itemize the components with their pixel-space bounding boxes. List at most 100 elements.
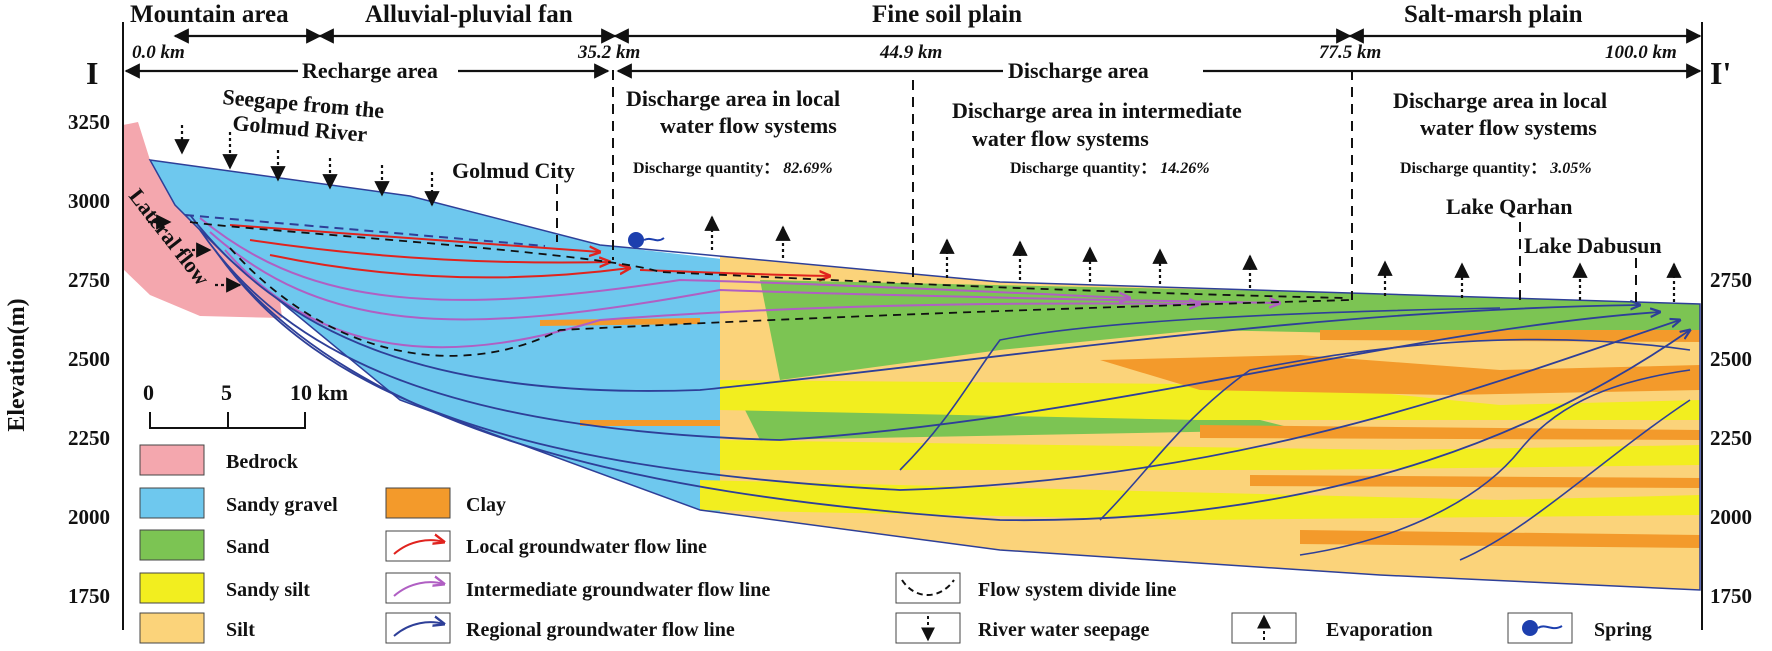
legend-local-flow-box <box>385 530 451 562</box>
discharge-zone-1-title: water flow systems <box>660 113 837 138</box>
legend-label-spring: Spring <box>1594 619 1652 641</box>
zone-mountain-area: Mountain area <box>130 1 289 28</box>
right-tick-labels: 2750 2500 2250 2000 1750 <box>1710 268 1752 608</box>
legend-label-clay: Clay <box>466 494 506 516</box>
discharge-zone-3-quantity: Discharge quantity：3.05% <box>1400 160 1592 177</box>
regional-flow-line <box>189 214 1640 392</box>
scale-label-10: 10 km <box>290 380 348 405</box>
tick-label: 2750 <box>1710 268 1752 292</box>
scale-bar: 0 5 10 km <box>143 380 348 429</box>
tick-label: 3000 <box>68 189 110 213</box>
legend-label-sand: Sand <box>226 536 269 558</box>
sandy-silt-band-3 <box>700 480 1700 520</box>
distance-77-5: 77.5 km <box>1319 42 1381 63</box>
regional-flow-line <box>214 249 1680 491</box>
legend-label-seepage: River water seepage <box>978 619 1150 641</box>
legend-intermediate-flow-box <box>385 572 451 604</box>
legend-swatch-bedrock <box>139 444 205 476</box>
legend-divide-box <box>895 572 961 604</box>
legend-label-silt: Silt <box>226 619 255 641</box>
seepage-arrows <box>174 125 440 207</box>
regional-flow-line <box>199 229 1660 441</box>
lake-qarhan-label: Lake Qarhan <box>1446 194 1573 219</box>
legend-label-sandy-silt: Sandy silt <box>226 579 310 601</box>
intermediate-flow-line <box>209 231 1280 321</box>
lateral-flow-arrows <box>148 214 242 293</box>
clay-thin-2 <box>580 420 720 426</box>
left-tick-labels: 3250 3000 2750 2500 2250 2000 1750 <box>68 110 110 608</box>
distance-0: 0.0 km <box>132 42 185 63</box>
clay-band-4 <box>1320 330 1700 342</box>
legend-swatch-sandy-gravel <box>139 487 205 519</box>
y-axis-label: Elevation(m) <box>4 298 30 431</box>
intermediate-flow-line <box>224 249 1200 349</box>
tick-label: 1750 <box>1710 584 1752 608</box>
tick-label: 2500 <box>1710 347 1752 371</box>
local-flow-line <box>639 269 830 276</box>
discharge-zone-3-title: water flow systems <box>1420 115 1597 140</box>
evaporation-arrows <box>704 215 1682 302</box>
legend-label-regional-flow: Regional groundwater flow line <box>466 619 735 641</box>
legend-swatch-sandy-silt <box>139 572 205 604</box>
discharge-zone-2-title: Discharge area in intermediate <box>952 98 1242 123</box>
quantity-value: 14.26% <box>1160 160 1209 177</box>
spring-symbol <box>628 232 665 248</box>
distance-35-2: 35.2 km <box>577 42 640 63</box>
zone-salt-marsh-plain: Salt-marsh plain <box>1404 1 1583 28</box>
local-flow-line <box>229 224 600 252</box>
distance-44-9: 44.9 km <box>879 42 942 63</box>
quantity-value: 82.69% <box>783 160 832 177</box>
sandy-silt-band-2 <box>720 440 1700 470</box>
legend-label-local-flow: Local groundwater flow line <box>466 536 707 558</box>
legend-swatch-silt <box>139 612 205 644</box>
flow-lines <box>184 214 1691 561</box>
local-flow-line <box>249 239 610 263</box>
clay-lens <box>1100 355 1700 395</box>
zone-fine-soil-plain: Fine soil plain <box>872 1 1022 28</box>
regional-flow-line <box>1099 338 1691 521</box>
discharge-area-label: Discharge area <box>1008 58 1149 83</box>
legend-swatch-clay <box>385 487 451 519</box>
local-flow-line <box>269 254 630 279</box>
regional-flow-line <box>899 307 1501 471</box>
tick-label: 1750 <box>68 584 110 608</box>
clay-thin-1 <box>540 318 700 326</box>
legend-label-intermediate-flow: Intermediate groundwater flow line <box>466 579 770 601</box>
discharge-zone-2-title: water flow systems <box>972 126 1149 151</box>
legend-regional-flow-box <box>385 612 451 644</box>
scale-label-5: 5 <box>221 380 232 405</box>
scale-label-0: 0 <box>143 380 154 405</box>
tick-label: 2000 <box>68 505 110 529</box>
regional-flow-line <box>1299 369 1691 556</box>
flow-system-divide <box>184 214 546 247</box>
quantity-label: Discharge quantity： <box>1010 160 1156 177</box>
recharge-area-label: Recharge area <box>302 58 438 83</box>
quantity-value: 3.05% <box>1549 160 1591 177</box>
tick-label: 2000 <box>1710 505 1752 529</box>
profile-end-label: I' <box>1710 55 1731 91</box>
legend-label-sandy-gravel: Sandy gravel <box>226 494 338 516</box>
legend: Bedrock Sandy gravel Clay Sand Sandy sil… <box>139 444 1652 644</box>
flow-system-divide <box>189 221 1346 299</box>
distance-100: 100.0 km <box>1605 42 1677 63</box>
regional-flow-line <box>1459 399 1691 561</box>
discharge-zone-2-quantity: Discharge quantity：14.26% <box>1010 160 1210 177</box>
discharge-zone-1-quantity: Discharge quantity：82.69% <box>633 160 833 177</box>
legend-swatch-sand <box>139 529 205 561</box>
tick-label: 2750 <box>68 268 110 292</box>
clay-band <box>1200 425 1700 440</box>
quantity-label: Discharge quantity： <box>1400 160 1546 177</box>
profile-start-label: I <box>86 55 98 91</box>
zone-alluvial-pluvial-fan: Alluvial-pluvial fan <box>365 1 573 28</box>
intermediate-flow-line <box>199 217 1130 300</box>
clay-band-2 <box>1250 475 1700 488</box>
legend-label-divide: Flow system divide line <box>978 579 1176 601</box>
tick-label: 3250 <box>68 110 110 134</box>
legend-label-evaporation: Evaporation <box>1326 619 1433 641</box>
lake-dabusun-label: Lake Dabusun <box>1524 233 1662 258</box>
divider-lines <box>122 22 1703 630</box>
regional-flow-line <box>229 269 1690 522</box>
discharge-zone-1-title: Discharge area in local <box>626 86 840 111</box>
discharge-zone-3-title: Discharge area in local <box>1393 88 1607 113</box>
